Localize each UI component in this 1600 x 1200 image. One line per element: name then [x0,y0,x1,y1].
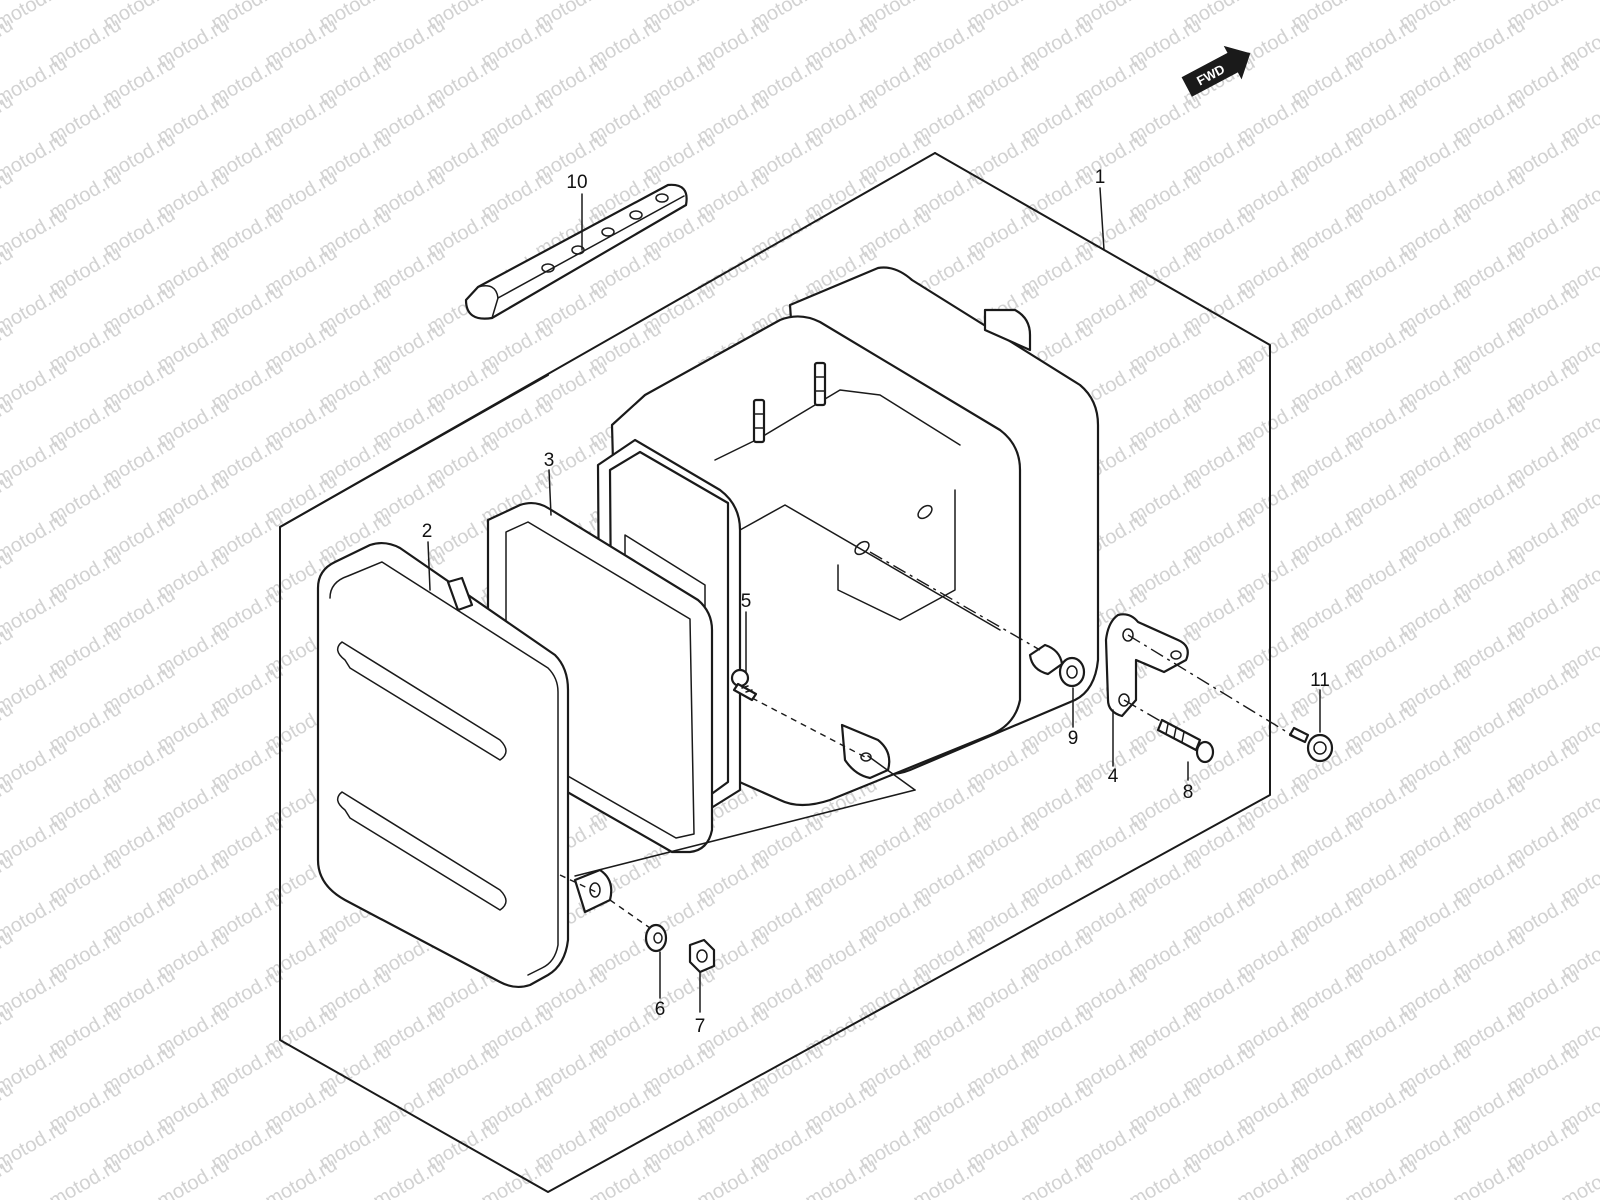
watermark-text: motod.ru [1234,1154,1313,1200]
watermark-text: motod.ru [154,1154,233,1200]
mounting-bracket [1104,613,1189,718]
screw [730,668,758,702]
callout-1: 1 [1095,167,1106,188]
leader-lines [427,187,1321,1013]
watermark-text: motod.ru [694,1154,773,1200]
watermark-text: motod.ru [802,1154,881,1200]
callout-labels: 1 2 3 4 5 6 7 8 9 10 11 [422,167,1330,1037]
callout-4: 4 [1108,766,1119,787]
watermark-text: motod.ru [586,1154,665,1200]
grommet [1028,643,1086,688]
callout-8: 8 [1183,782,1194,803]
watermark-text: motod.ru [910,1154,989,1200]
washer [644,923,668,953]
watermark-text: motod.ru [1018,1154,1097,1200]
callout-2: 2 [422,521,433,542]
lamp-lens [316,541,613,989]
watermark-text: motod.ru [478,1154,557,1200]
reflector-strip [464,183,688,320]
watermark-text: motod.ru [262,1154,341,1200]
bolt [1156,718,1215,764]
callout-10: 10 [566,172,587,193]
watermark-text: motod.ru [1558,1154,1600,1200]
callout-7: 7 [695,1016,706,1037]
callout-5: 5 [741,591,752,612]
callout-6: 6 [655,999,666,1020]
callout-11: 11 [1310,670,1330,691]
watermark-text: motod.ru [1126,1154,1205,1200]
bolt [1288,726,1334,763]
watermark-text: motod.ru [370,1154,449,1200]
watermark-text: motod.ru [46,1154,125,1200]
callout-9: 9 [1068,728,1079,749]
callout-3: 3 [544,450,555,471]
watermark-text: motod.ru [1450,1154,1529,1200]
watermark-text: motod.ru [1342,1154,1421,1200]
nut [688,938,716,974]
assembly-lines [559,551,1301,929]
assembly-outline [279,152,1271,1193]
